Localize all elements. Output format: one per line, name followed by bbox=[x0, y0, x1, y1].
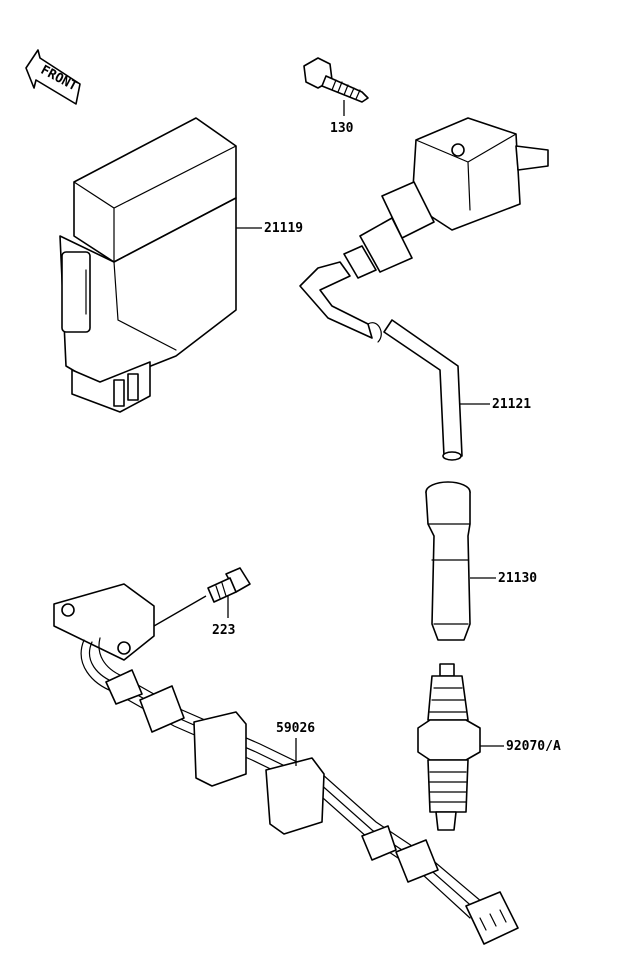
callout-223: 223 bbox=[212, 623, 235, 638]
callout-21121: 21121 bbox=[492, 397, 531, 412]
ignition-coil-21121[interactable] bbox=[299, 117, 549, 461]
front-arrow-icon: FRONT bbox=[25, 49, 81, 105]
callout-130: 130 bbox=[330, 121, 354, 136]
spark-plug-92070a[interactable] bbox=[417, 663, 481, 831]
wire-harness-59026[interactable] bbox=[53, 583, 519, 945]
callout-59026: 59026 bbox=[276, 721, 315, 736]
ecu-21119[interactable] bbox=[59, 117, 237, 413]
bolt-130[interactable] bbox=[303, 57, 369, 116]
callout-21119: 21119 bbox=[264, 221, 303, 236]
plug-cap-21130[interactable] bbox=[425, 481, 471, 641]
callout-21130: 21130 bbox=[498, 571, 537, 586]
callout-92070a: 92070/A bbox=[506, 739, 561, 754]
screw-223[interactable] bbox=[153, 567, 251, 627]
